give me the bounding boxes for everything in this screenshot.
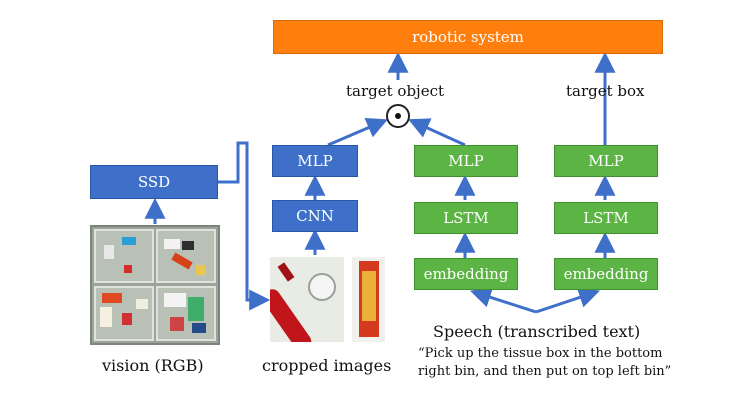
arrow-speech-to-emb-box: [535, 287, 600, 314]
red-box-illustration: [352, 257, 385, 342]
arrow-speech-to-emb-object: [470, 287, 537, 314]
ketchup-bottle-illustration: [270, 257, 344, 342]
embedding-object-box: embedding: [414, 258, 518, 290]
target-box-label: target box: [566, 82, 645, 100]
ssd-box: SSD: [90, 165, 218, 199]
target-object-label: target object: [346, 82, 445, 100]
arrow-ssd-to-cropped: [218, 141, 271, 311]
lstm-box-box: LSTM: [554, 202, 658, 234]
arrow-mlp-object-to-dot: [408, 118, 466, 147]
speech-caption: Speech (transcribed text): [433, 322, 641, 341]
vision-caption: vision (RGB): [102, 356, 204, 375]
speech-quote-line2: right bin, and then put on top left bin”: [418, 364, 672, 379]
dot-product-operator: [386, 104, 410, 128]
cropped-image-ketchup: [270, 257, 344, 342]
mlp-object-box: MLP: [414, 145, 518, 177]
mlp-vision-box: MLP: [272, 145, 358, 177]
cropped-caption: cropped images: [262, 356, 392, 375]
arrow-mlp-vision-to-dot: [327, 117, 388, 147]
lstm-object-box: LSTM: [414, 202, 518, 234]
vision-rgb-image: [90, 225, 220, 345]
cropped-image-box: [352, 257, 385, 342]
robotic-system-box: robotic system: [273, 20, 663, 54]
embedding-box-box: embedding: [554, 258, 658, 290]
cnn-box: CNN: [272, 200, 358, 232]
bin-tray-illustration: [94, 229, 216, 341]
mlp-box-box: MLP: [554, 145, 658, 177]
speech-quote-line1: “Pick up the tissue box in the bottom: [418, 346, 663, 361]
